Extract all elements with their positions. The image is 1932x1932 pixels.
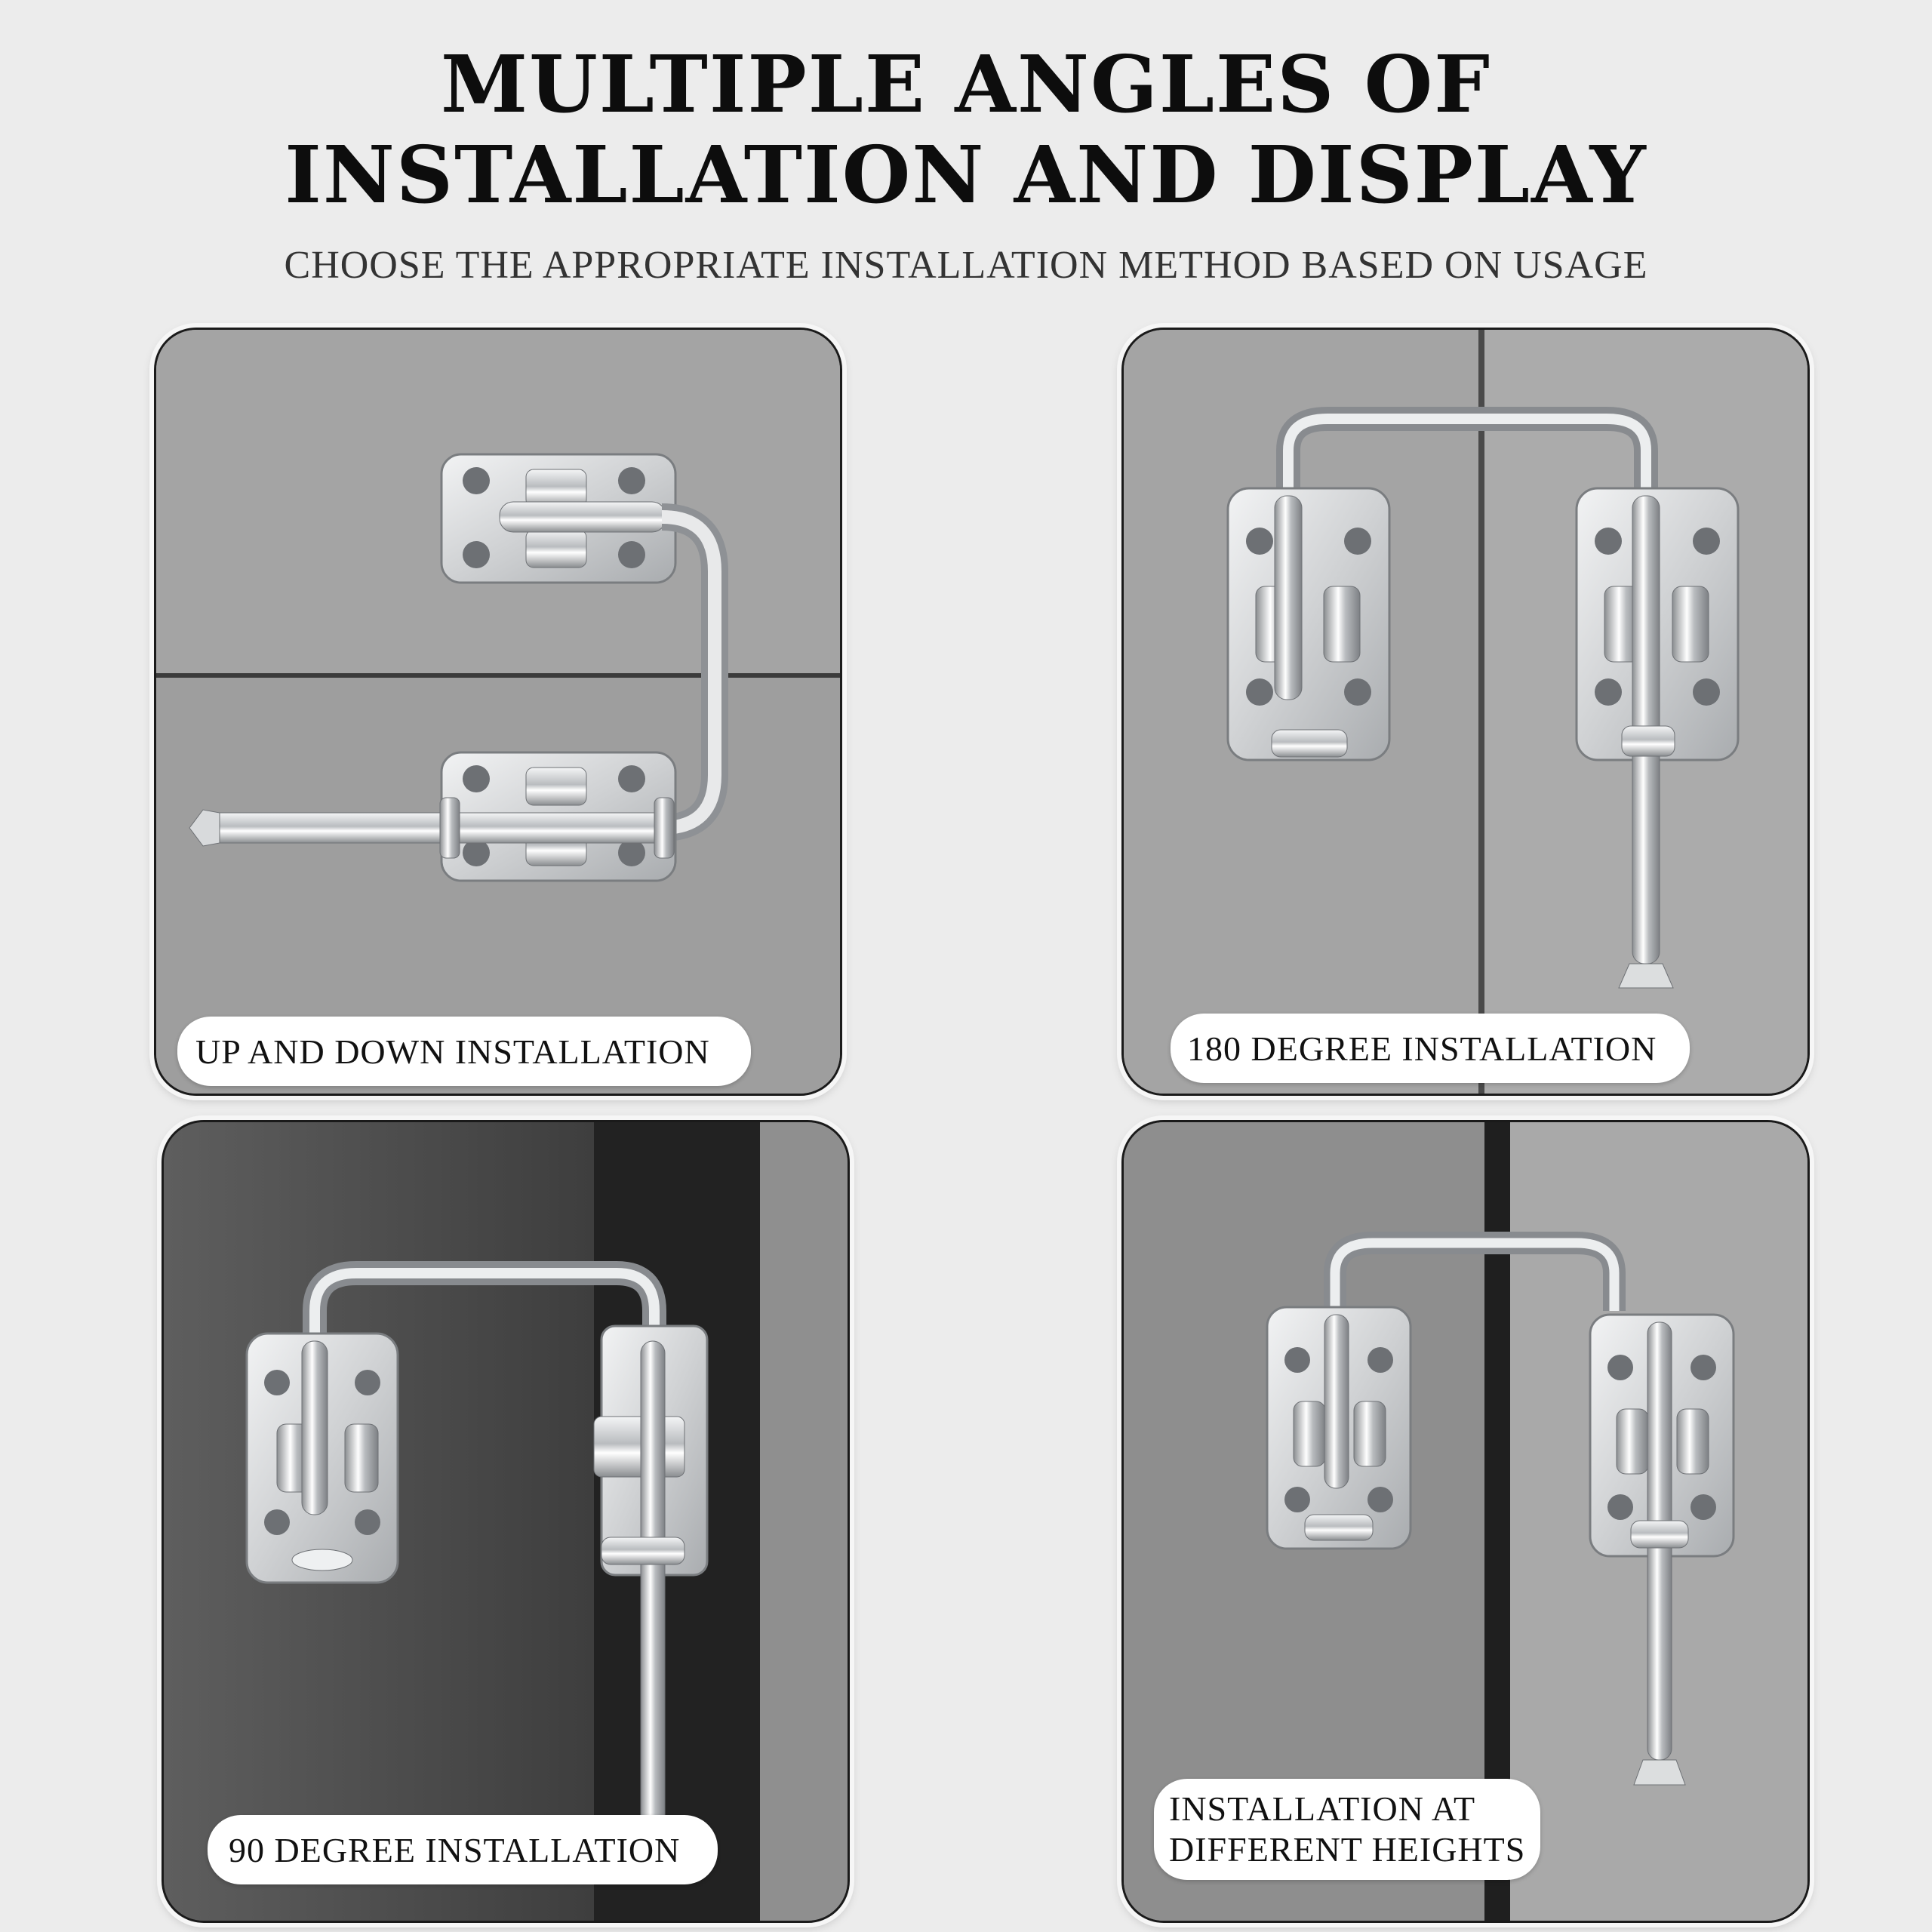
- panel-180-degree: 180 DEGREE INSTALLATION: [1121, 328, 1810, 1096]
- caption-up-down-text: UP AND DOWN INSTALLATION: [195, 1032, 710, 1071]
- latch-illustration-180: [1124, 330, 1807, 1094]
- page-title-line-2: INSTALLATION AND DISPLAY: [285, 128, 1647, 221]
- panel-different-heights: INSTALLATION AT DIFFERENT HEIGHTS: [1121, 1120, 1810, 1923]
- caption-90: 90 DEGREE INSTALLATION: [208, 1815, 718, 1884]
- panel-up-down: UP AND DOWN INSTALLATION: [154, 328, 842, 1096]
- caption-heights-line-2: DIFFERENT HEIGHTS: [1169, 1830, 1526, 1869]
- caption-heights: INSTALLATION AT DIFFERENT HEIGHTS: [1154, 1779, 1540, 1880]
- caption-90-text: 90 DEGREE INSTALLATION: [229, 1830, 681, 1869]
- page-subtitle: CHOOSE THE APPROPRIATE INSTALLATION METH…: [284, 244, 1648, 287]
- page-title-line-1: MULTIPLE ANGLES OF: [440, 38, 1491, 131]
- caption-heights-line-1: INSTALLATION AT: [1169, 1789, 1476, 1828]
- latch-illustration-up-down: [156, 330, 840, 1094]
- caption-up-down: UP AND DOWN INSTALLATION: [177, 1017, 751, 1086]
- caption-180: 180 DEGREE INSTALLATION: [1171, 1014, 1690, 1083]
- caption-180-text: 180 DEGREE INSTALLATION: [1187, 1029, 1657, 1068]
- latch-illustration-90: [164, 1122, 848, 1921]
- panel-90-degree: 90 DEGREE INSTALLATION: [162, 1120, 850, 1923]
